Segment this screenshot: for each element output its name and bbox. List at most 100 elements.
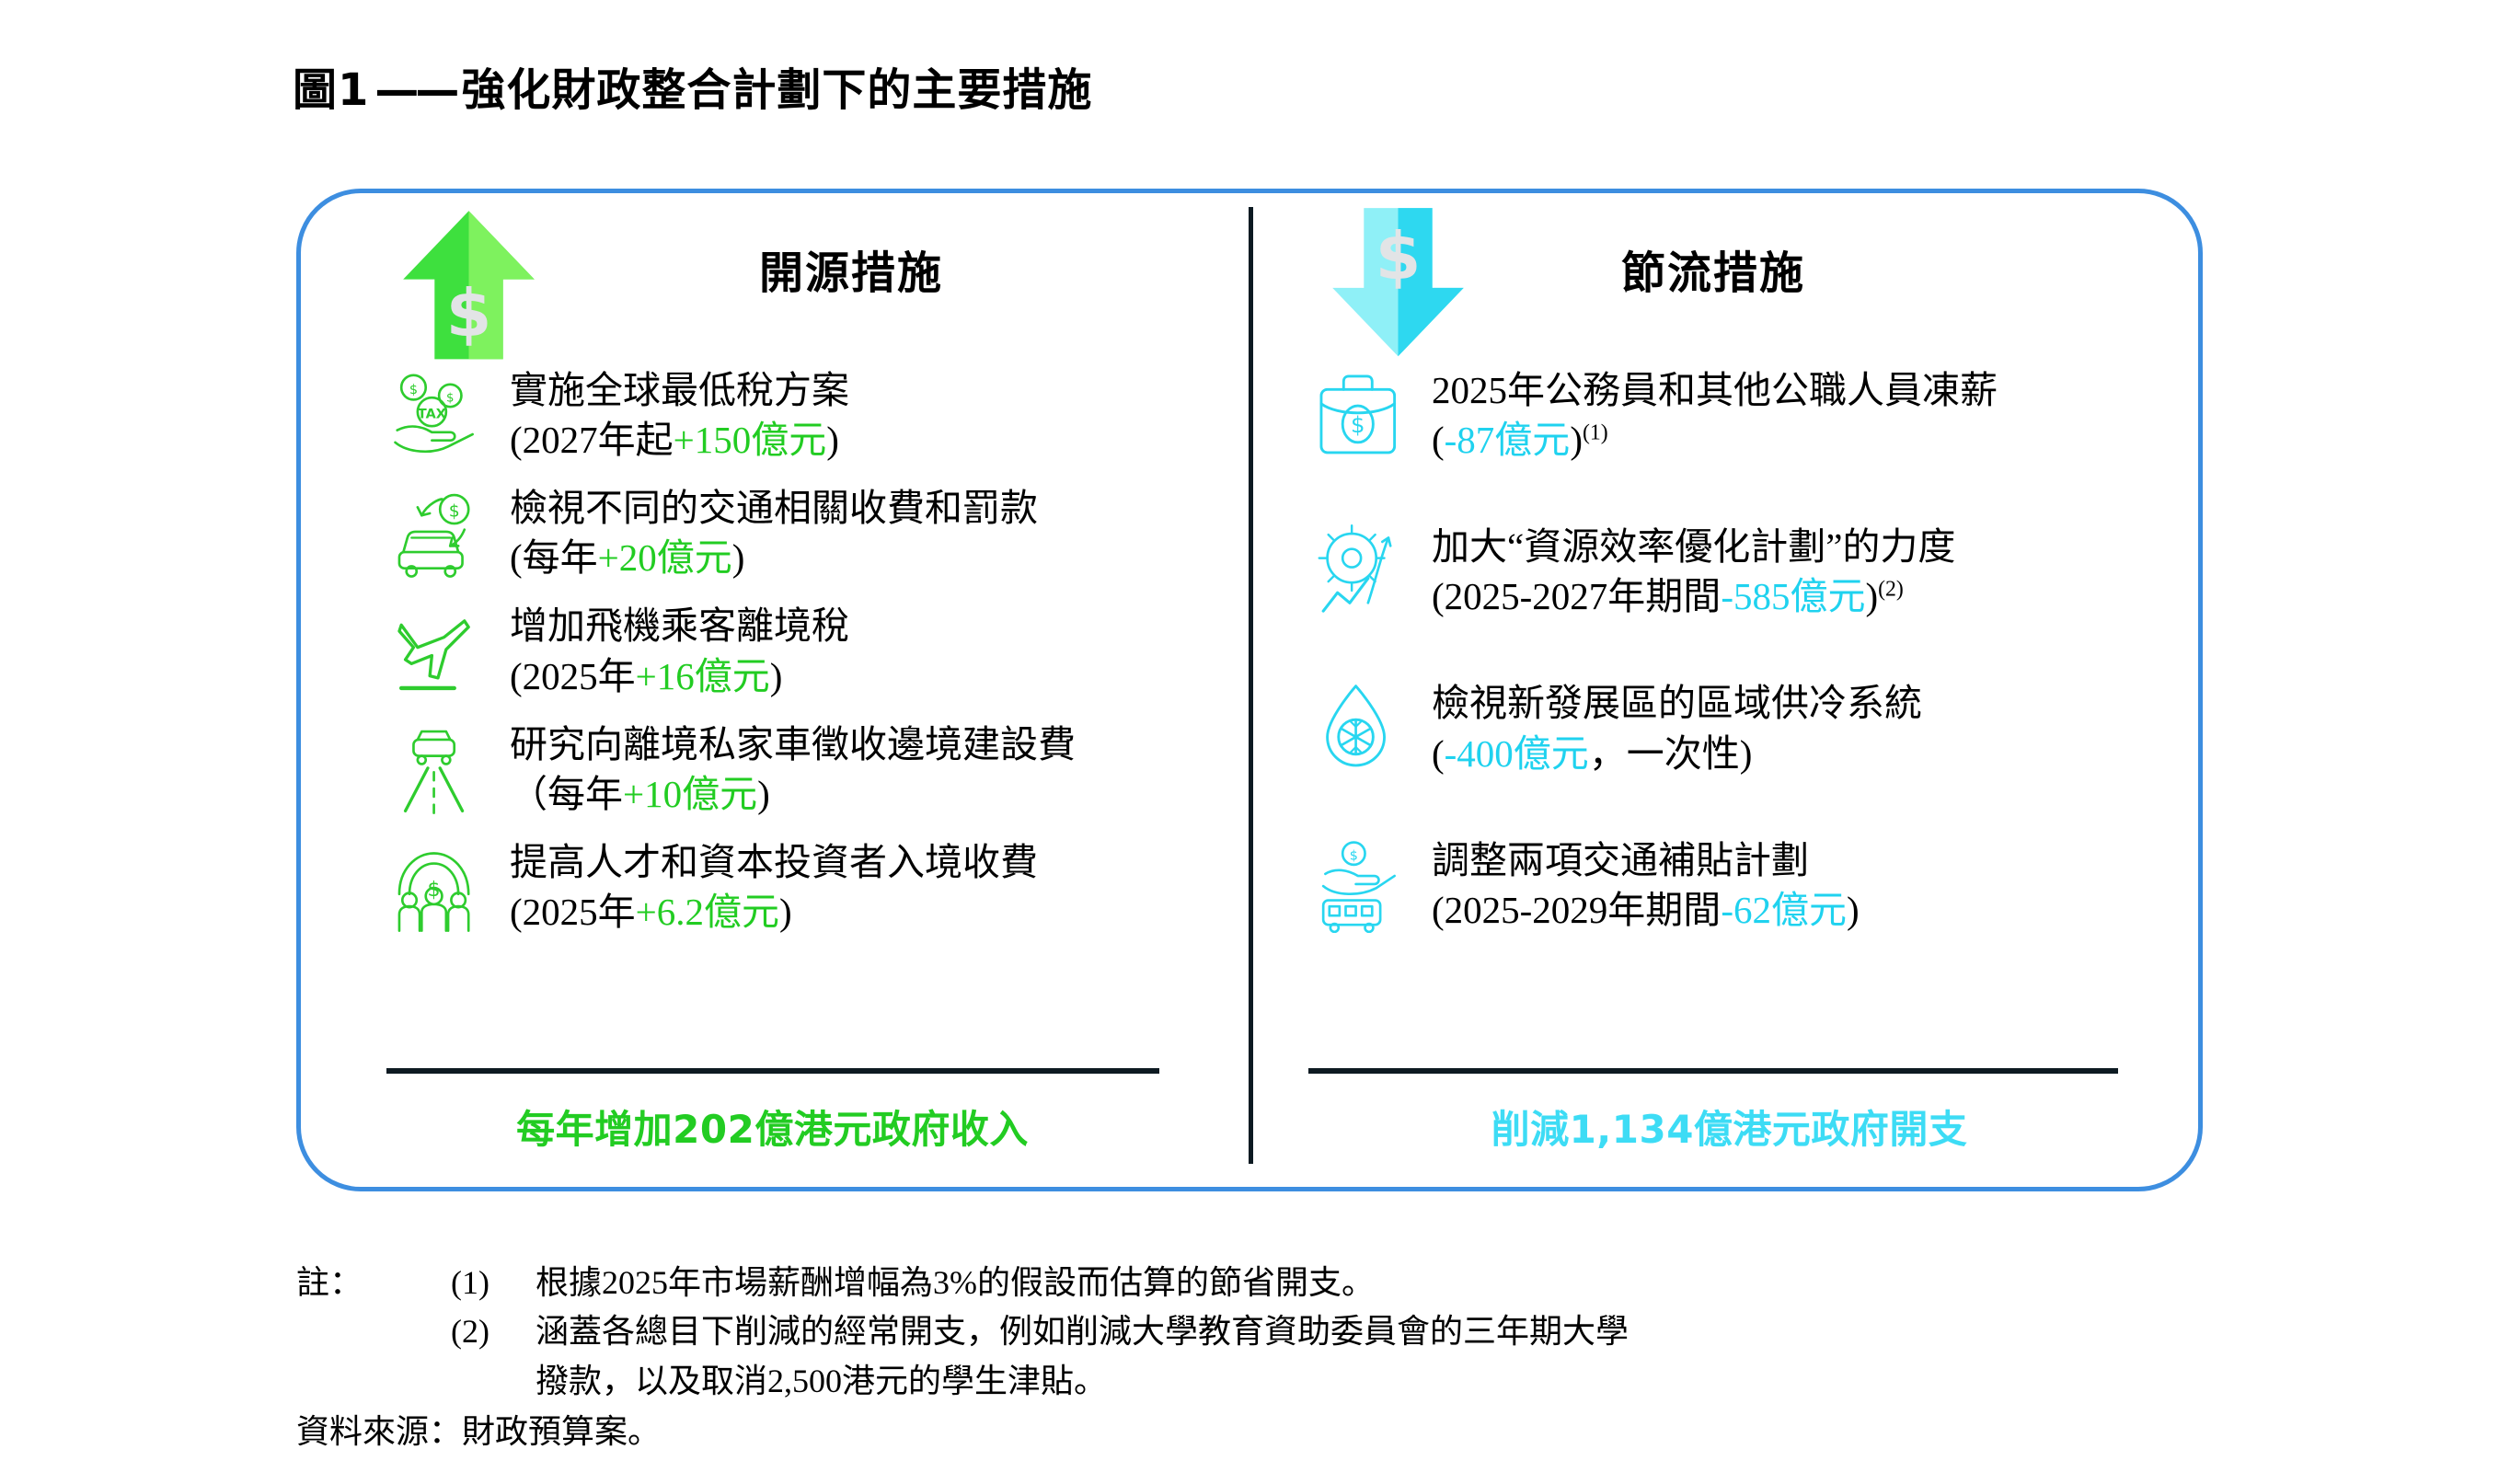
footnote-text: 涵蓋各總目下削減的經常開支，例如削減大學教育資助委員會的三年期大學 <box>536 1313 1630 1351</box>
measure-detail-pre: (2027年起 <box>510 419 674 462</box>
svg-text:$: $ <box>428 878 441 902</box>
measure-name: 加大“資源效率優化計劃”的力度 <box>1432 525 1956 569</box>
measure-amount: +150億元 <box>673 419 827 462</box>
measure-detail-pre: (2025年 <box>510 654 636 697</box>
measure-detail-post: ) <box>1570 419 1583 462</box>
tax-coins-hand-icon: $ $ TAX <box>386 367 489 463</box>
border-road-car-icon <box>386 721 489 817</box>
savings-summary: 削減1,134億港元政府開支 <box>1491 1107 1968 1152</box>
page-title: 圖1——強化財政整合計劃下的主要措施 <box>293 53 1092 118</box>
revenue-measures-column: $ 開源措施 $ $ TAX 實施全球最低稅方案 (2027年起+150億元) <box>296 189 1249 1191</box>
svg-text:$: $ <box>409 383 418 397</box>
revenue-heading: 開源措施 <box>759 247 944 299</box>
measure-detail-pre: ( <box>1432 731 1445 775</box>
list-item-text: 增加飛機乘客離境稅 (2025年+16億元) <box>510 599 849 700</box>
list-item: 檢視新發展區的區域供冷系統 (-400億元，一次性) <box>1253 676 2205 777</box>
list-item-text: 研究向離境私家車徵收邊境建設費 （每年+10億元) <box>510 718 1076 819</box>
savings-summary-rule <box>1308 1068 2118 1074</box>
measure-amount: -400億元 <box>1444 731 1589 775</box>
list-item: $ 2025年公務員和其他公職人員凍薪 (-87億元)(1) <box>1253 363 2205 465</box>
svg-text:$: $ <box>1376 219 1422 295</box>
measure-name: 檢視新發展區的區域供冷系統 <box>1432 682 1922 725</box>
measure-name: 實施全球最低稅方案 <box>510 369 849 411</box>
measure-detail-pre: (2025-2029年期間 <box>1432 888 1722 931</box>
svg-text:$: $ <box>446 392 454 406</box>
measure-amount: +6.2億元 <box>635 890 780 933</box>
measure-amount: +10億元 <box>623 772 758 815</box>
measure-detail-post: ) <box>1865 575 1879 618</box>
savings-heading: 節流措施 <box>1621 247 1806 299</box>
arrow-up-dollar-icon: $ <box>397 205 540 360</box>
measure-detail-post: ) <box>1846 888 1860 931</box>
measure-detail-pre: (2025年 <box>510 890 636 933</box>
list-item: $ 調整兩項交通補貼計劃 (2025-2029年期間-62億元) <box>1253 834 2205 935</box>
measure-amount: +16億元 <box>635 654 770 697</box>
list-item: $ 提高人才和資本投資者入境收費 (2025年+6.2億元) <box>296 835 1249 937</box>
measure-detail-post: ) <box>826 419 839 462</box>
measure-name: 研究向離境私家車徵收邊境建設費 <box>510 722 1076 765</box>
title-dash: —— <box>374 64 459 116</box>
gear-efficiency-icon <box>1308 523 1411 619</box>
savings-items-list: $ 2025年公務員和其他公職人員凍薪 (-87億元)(1) <box>1253 363 2205 990</box>
measure-detail-post: ) <box>769 654 783 697</box>
footnote-text: 根據2025年市場薪酬增幅為3%的假設而估算的節省開支。 <box>536 1264 1375 1301</box>
revenue-items-list: $ $ TAX 實施全球最低稅方案 (2027年起+150億元) $ <box>296 363 1249 953</box>
footnote-marker: (1) <box>1582 420 1608 445</box>
list-item-text: 2025年公務員和其他公職人員凍薪 (-87億元)(1) <box>1432 363 1998 465</box>
arrow-down-dollar-icon: $ <box>1327 205 1469 357</box>
svg-text:$: $ <box>1351 411 1365 438</box>
list-item-text: 實施全球最低稅方案 (2027年起+150億元) <box>510 363 849 465</box>
savings-measures-column: $ 節流措施 $ 2025年公務員和其他公職人員凍薪 (-87億元)(1) <box>1253 189 2205 1191</box>
measure-detail-pre: ( <box>1432 419 1445 462</box>
bus-subsidy-icon: $ <box>1308 837 1411 933</box>
savings-column-header: $ 節流措施 <box>1253 189 2205 357</box>
revenue-column-header: $ 開源措施 <box>296 189 1249 360</box>
list-item-text: 加大“資源效率優化計劃”的力度 (2025-2027年期間-585億元)(2) <box>1432 520 1955 621</box>
measure-name: 增加飛機乘客離境稅 <box>510 604 849 648</box>
svg-text:TAX: TAX <box>418 407 446 421</box>
source-line: 資料來源：財政預算案。 <box>296 1413 662 1450</box>
measure-amount: -62億元 <box>1721 888 1847 931</box>
footnote-marker: (2) <box>1878 577 1904 602</box>
measure-amount: +20億元 <box>597 536 732 580</box>
list-item-text: 檢視不同的交通相關收費和罰款 (每年+20億元) <box>510 481 1038 582</box>
measure-detail-post: ) <box>731 536 745 580</box>
column-divider <box>1249 207 1253 1164</box>
footnotes: 註： (1) 根據2025年市場薪酬增幅為3%的假設而估算的節省開支。 (2) … <box>296 1259 2228 1406</box>
revenue-summary-rule <box>386 1068 1159 1074</box>
measure-detail-post: ) <box>779 890 792 933</box>
list-item: 加大“資源效率優化計劃”的力度 (2025-2027年期間-585億元)(2) <box>1253 520 2205 621</box>
footnote-1: 註： (1) 根據2025年市場薪酬增幅為3%的假設而估算的節省開支。 <box>296 1259 2228 1307</box>
measure-detail-pre: （每年 <box>510 772 623 815</box>
immigration-people-icon: $ <box>386 839 489 935</box>
infographic-panel <box>296 189 2203 1191</box>
measure-name: 提高人才和資本投資者入境收費 <box>510 840 1038 883</box>
svg-text:$: $ <box>449 502 460 522</box>
water-drop-snowflake-icon <box>1308 680 1411 776</box>
revenue-summary: 每年增加202億港元政府收入 <box>516 1107 1029 1152</box>
footnote-number: (1) <box>451 1264 489 1301</box>
briefcase-dollar-icon: $ <box>1308 367 1411 463</box>
footnote-2: (2) 涵蓋各總目下削減的經常開支，例如削減大學教育資助委員會的三年期大學 <box>296 1307 2228 1356</box>
measure-detail-pre: (2025-2027年期間 <box>1432 575 1722 618</box>
measure-detail-post: ) <box>757 772 770 815</box>
list-item: 研究向離境私家車徵收邊境建設費 （每年+10億元) <box>296 718 1249 819</box>
list-item: $ $ TAX 實施全球最低稅方案 (2027年起+150億元) <box>296 363 1249 465</box>
list-item: 增加飛機乘客離境稅 (2025年+16億元) <box>296 599 1249 700</box>
notes-label: 註： <box>296 1264 363 1301</box>
measure-detail-pre: (每年 <box>510 536 598 580</box>
list-item-text: 檢視新發展區的區域供冷系統 (-400億元，一次性) <box>1432 676 1922 777</box>
measure-amount: -585億元 <box>1721 575 1866 618</box>
measure-detail-post: ，一次性) <box>1588 731 1753 775</box>
airplane-icon <box>386 603 489 698</box>
footnote-text-continued: 撥款，以及取消2,500港元的學生津貼。 <box>536 1362 1108 1399</box>
measure-amount: -87億元 <box>1444 419 1571 462</box>
measure-name: 檢視不同的交通相關收費和罰款 <box>510 487 1038 530</box>
list-item-text: 調整兩項交通補貼計劃 (2025-2029年期間-62億元) <box>1432 834 1860 935</box>
footnote-number: (2) <box>451 1313 489 1351</box>
measure-name: 2025年公務員和其他公職人員凍薪 <box>1432 369 1998 411</box>
list-item-text: 提高人才和資本投資者入境收費 (2025年+6.2億元) <box>510 835 1038 937</box>
list-item: $ 檢視不同的交通相關收費和罰款 (每年+20億元) <box>296 481 1249 582</box>
title-text: 強化財政整合計劃下的主要措施 <box>461 64 1093 116</box>
svg-text:$: $ <box>446 276 492 352</box>
